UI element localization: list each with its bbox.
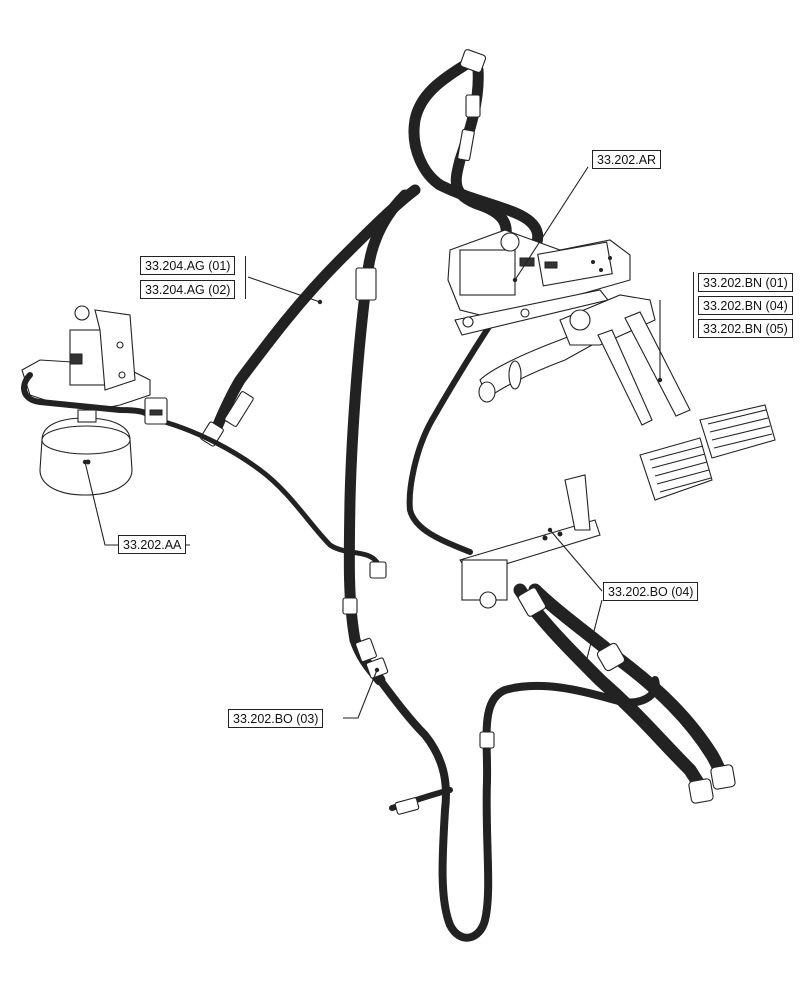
- callout-33-202-bo-03: 33.202.BO (03): [228, 709, 324, 728]
- callout-33-202-ar: 33.202.AR: [592, 150, 662, 169]
- pedal-pad-left-tread: [649, 445, 712, 493]
- top-supply-hose: [408, 49, 544, 266]
- callout-group-bn: [693, 272, 800, 338]
- callout-33-204-ag-01: 33.204.AG (01): [140, 256, 236, 275]
- callout-group-ag: [245, 256, 246, 299]
- bracket-line: [406, 307, 503, 555]
- lower-loop-hose: [376, 676, 660, 942]
- callout-33-202-bn-05: 33.202.BN (05): [698, 319, 793, 338]
- twin-outlet-hoses: [513, 583, 736, 804]
- brake-master-valve: [447, 229, 631, 336]
- center-vertical-hose: [342, 189, 411, 686]
- pedal-pad-right-tread: [707, 409, 773, 449]
- callout-33-202-bo-04: 33.202.BO (04): [603, 582, 699, 601]
- callout-33-202-bn-01: 33.202.BN (01): [698, 273, 793, 292]
- callout-33-202-bn-04: 33.202.BN (04): [698, 296, 793, 315]
- brake-pedals: [478, 294, 776, 501]
- callout-33-204-ag-02: 33.204.AG (02): [140, 280, 236, 299]
- accumulator-assembly: [21, 305, 168, 496]
- lower-mount-bracket: [459, 474, 601, 609]
- callout-33-202-aa: 33.202.AA: [118, 535, 187, 554]
- left-brake-line: [147, 415, 387, 579]
